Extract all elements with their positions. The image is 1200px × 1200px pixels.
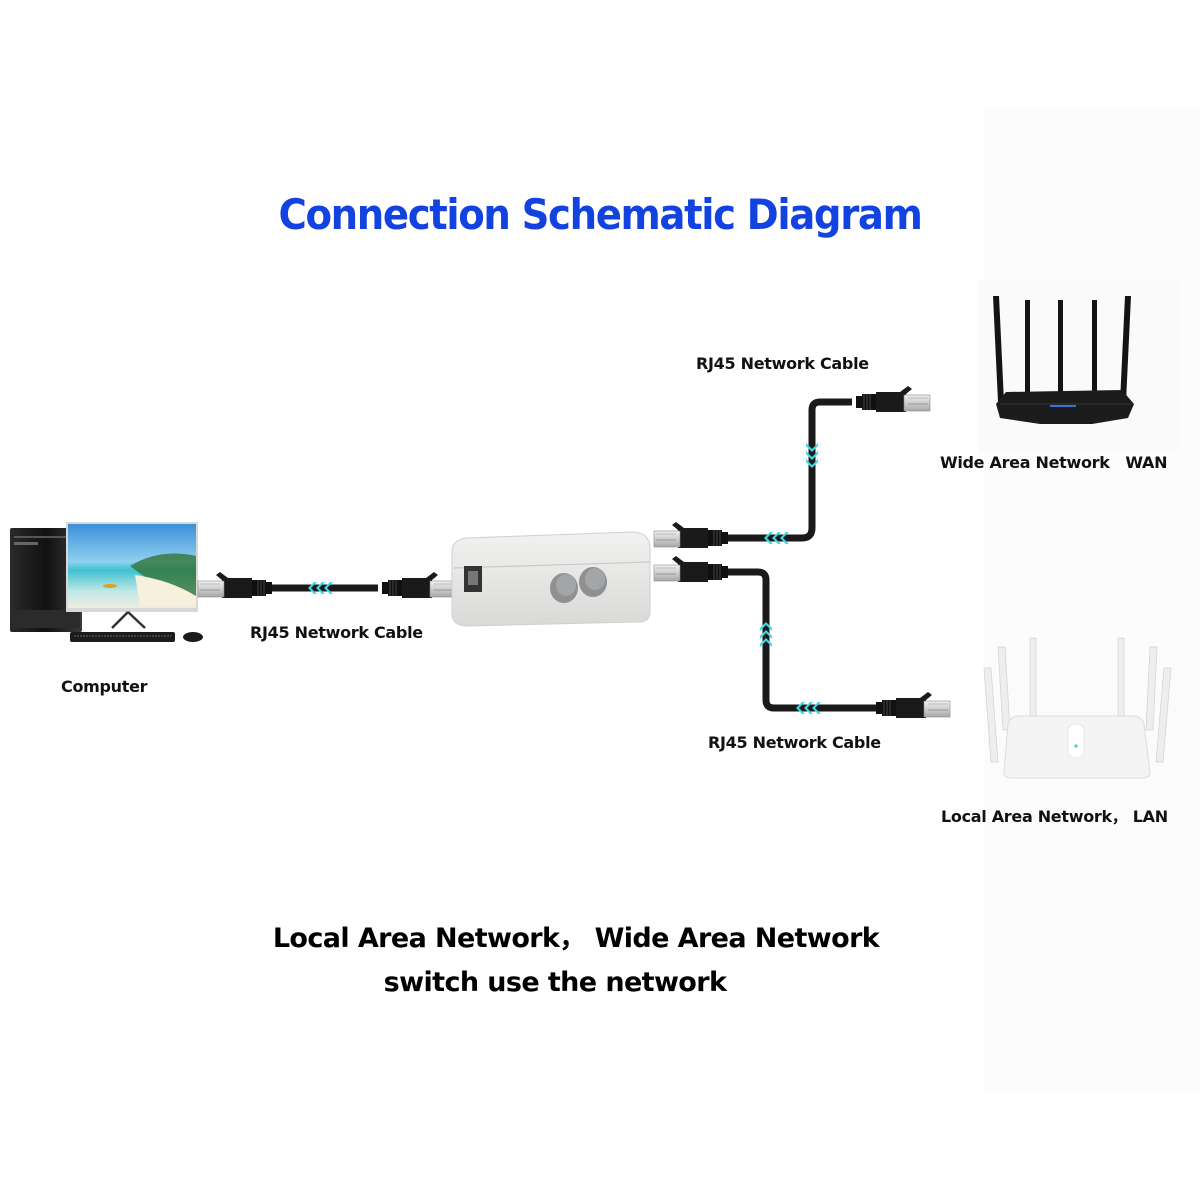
lan-label: Local Area Network， LAN	[941, 807, 1168, 826]
cable-label-lan: RJ45 Network Cable	[708, 733, 881, 752]
diagram-title: Connection Schematic Diagram	[278, 190, 923, 239]
cable-label-wan: RJ45 Network Cable	[696, 354, 869, 373]
network-switch-box-icon	[451, 531, 651, 627]
pc-tower	[10, 528, 82, 632]
white-router-icon	[983, 637, 1188, 790]
black-router-icon	[978, 280, 1178, 452]
background-panel	[984, 108, 1200, 1092]
wan-label: Wide Area Network WAN	[940, 453, 1168, 472]
cable-switch-to-lan	[653, 555, 951, 719]
keyboard	[70, 632, 175, 642]
footer-line-2: switch use the network	[383, 967, 727, 998]
mouse	[183, 632, 203, 642]
computer-label: Computer	[61, 677, 148, 696]
cable-label-computer: RJ45 Network Cable	[250, 623, 423, 642]
cable-switch-to-wan	[653, 385, 931, 549]
cable-computer-to-switch	[197, 571, 457, 599]
desktop-computer-icon	[10, 522, 203, 642]
footer-line-1: Local Area Network， Wide Area Network	[272, 923, 880, 954]
